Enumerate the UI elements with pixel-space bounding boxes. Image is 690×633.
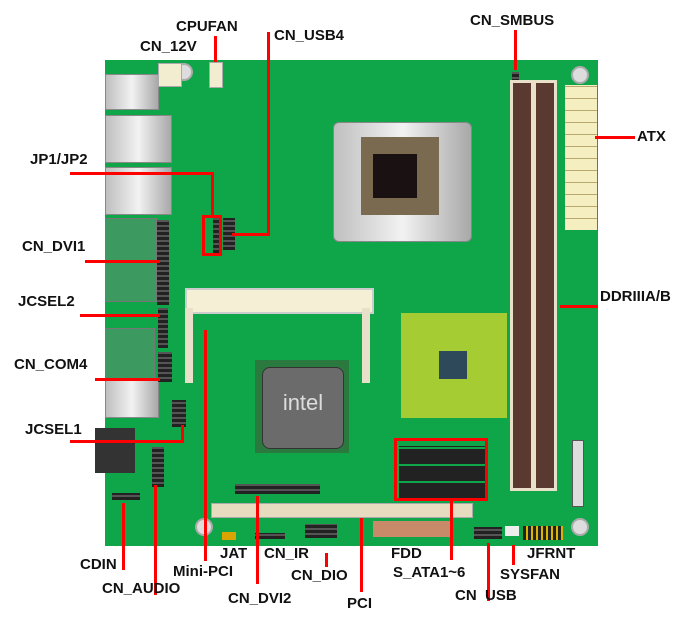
dvi-header [157, 220, 169, 305]
label-ddriiia-b: DDRIIIA/B [600, 288, 671, 305]
label-fdd: FDD [391, 545, 422, 562]
label-s-ata: S_ATA1~6 [393, 564, 466, 581]
mini-pci-latch [362, 308, 370, 383]
label-jcsel1: JCSEL1 [25, 421, 82, 438]
cpu-socket [333, 122, 472, 242]
dimm-slot-a [510, 80, 534, 491]
jp1-jp2-jumper [213, 218, 221, 253]
label-cn-com4: CN_COM4 [14, 356, 88, 373]
mini-pci-latch [185, 308, 193, 383]
label-jcsel2: JCSEL2 [18, 293, 75, 310]
usb-header [474, 527, 502, 539]
pci-slot [211, 503, 473, 518]
intel-logo: intel [262, 367, 344, 449]
label-cn-dvi2: CN_DVI2 [228, 590, 292, 607]
label-pci: PCI [347, 595, 373, 612]
label-cn-audio: CN_AUDIO [102, 580, 181, 597]
dio-header [305, 524, 337, 538]
label-atx: ATX [637, 128, 666, 145]
usb4-header [223, 218, 235, 250]
usb-port [105, 380, 159, 418]
atx-connector [565, 85, 597, 230]
audio-header [152, 447, 164, 487]
lan-port [105, 115, 172, 163]
connector [572, 440, 584, 507]
sata-highlight [394, 438, 488, 501]
chipset [401, 313, 507, 418]
label-cpufan: CPUFAN [176, 18, 238, 35]
usb-port [105, 74, 159, 110]
mount-hole [571, 518, 589, 536]
label-cdin: CDIN [80, 556, 117, 573]
label-jp1-jp2: JP1/JP2 [30, 151, 88, 168]
jfrnt-header [523, 526, 563, 540]
label-jfrnt: JFRNT [527, 545, 576, 562]
sata-connectors [399, 446, 487, 498]
label-cn-dvi1: CN_DVI1 [22, 238, 86, 255]
label-cn-smbus: CN_SMBUS [470, 12, 555, 29]
fdd-connector [373, 521, 453, 537]
mount-hole [571, 66, 589, 84]
motherboard: intel [95, 60, 598, 546]
mini-pci-slot [185, 288, 374, 314]
label-cn-dio: CN_DIO [291, 567, 348, 584]
dimm-slot-b [533, 80, 557, 491]
label-cn-ir: CN_IR [264, 545, 310, 562]
label-sysfan: SYSFAN [500, 566, 561, 583]
jcsel2-jumper [158, 308, 168, 348]
cn-12v-connector [158, 63, 182, 87]
jp1-jp2-highlight [202, 215, 222, 256]
cpufan-connector [209, 62, 223, 88]
dvi2-header [235, 484, 320, 494]
ir-header [255, 533, 285, 539]
audio-jack [95, 428, 135, 473]
label-mini-pci: Mini-PCI [173, 563, 233, 580]
cdin-header [112, 493, 140, 500]
label-cn-usb4: CN_USB4 [274, 27, 345, 44]
com4-header [158, 352, 172, 382]
label-jat: JAT [220, 545, 248, 562]
label-cn-usb: CN USB [455, 587, 517, 604]
jat-jumper [222, 532, 236, 540]
sysfan-connector [505, 526, 519, 536]
intel-chip-package: intel [255, 360, 349, 453]
jcsel1-jumper [172, 400, 186, 427]
usb-port-stack [105, 167, 172, 215]
label-cn-12v: CN_12V [140, 38, 197, 55]
